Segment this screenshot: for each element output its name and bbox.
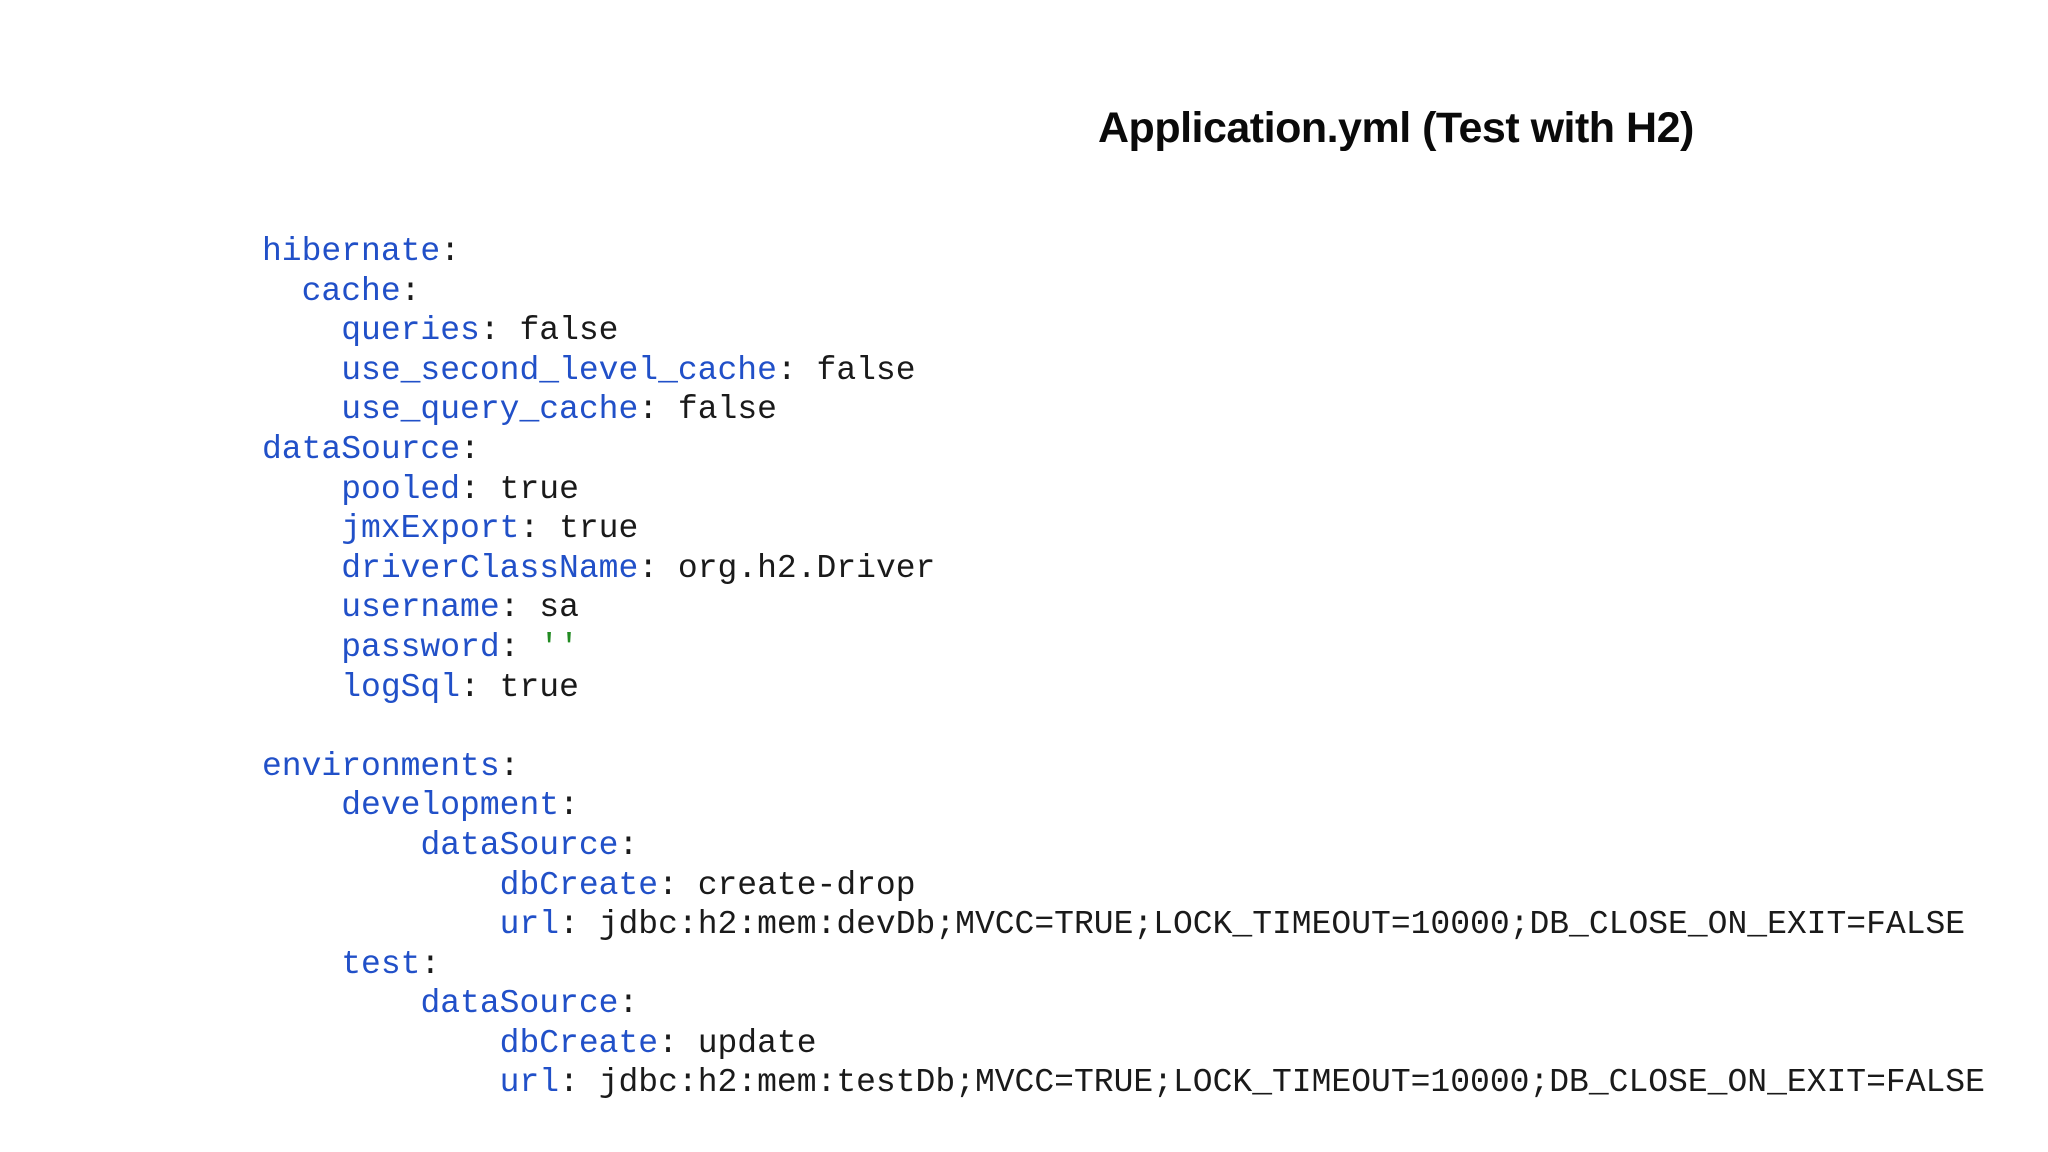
yaml-line: [262, 707, 1985, 747]
yaml-key: environments: [262, 747, 500, 785]
yaml-line: hibernate:: [262, 233, 461, 270]
yaml-value: false: [519, 312, 619, 350]
yaml-value: true: [499, 668, 579, 706]
yaml-line: use_second_level_cache: false: [341, 351, 916, 389]
yaml-string-value: '': [539, 628, 579, 666]
yaml-line: logSql: true: [341, 668, 579, 706]
yaml-line: environments:: [262, 747, 520, 785]
yaml-key: username: [341, 589, 500, 627]
yaml-key: test: [341, 945, 421, 983]
yaml-line: url: jdbc:h2:mem:devDb;MVCC=TRUE;LOCK_TI…: [499, 906, 1966, 944]
yaml-value: create-drop: [697, 866, 916, 904]
yaml-value: true: [559, 510, 639, 548]
yaml-value: org.h2.Driver: [677, 549, 936, 587]
yaml-line: pooled: true: [341, 470, 579, 508]
yaml-line: username: sa: [341, 589, 579, 627]
yaml-line: dbCreate: create-drop: [499, 866, 916, 904]
yaml-value: update: [697, 1024, 817, 1062]
yaml-line: dataSource:: [420, 826, 639, 864]
yaml-line: jmxExport: true: [341, 510, 639, 548]
yaml-key: use_second_level_cache: [341, 351, 777, 389]
yaml-key: dbCreate: [499, 866, 659, 904]
yaml-line: use_query_cache: false: [341, 391, 777, 429]
yaml-line: dataSource:: [262, 430, 480, 468]
yaml-key: development: [341, 787, 560, 825]
yaml-line: url: jdbc:h2:mem:testDb;MVCC=TRUE;LOCK_T…: [499, 1064, 1985, 1102]
yaml-line: test:: [341, 945, 441, 983]
page-title: Application.yml (Test with H2): [1098, 104, 1694, 152]
yaml-key: hibernate: [262, 233, 441, 270]
yaml-value: false: [816, 351, 916, 389]
yaml-line: cache:: [301, 272, 421, 310]
yaml-line: dbCreate: update: [499, 1024, 817, 1062]
yaml-value: jdbc:h2:mem:testDb;MVCC=TRUE;LOCK_TIMEOU…: [598, 1064, 1985, 1102]
yaml-key: password: [341, 628, 500, 666]
yaml-key: use_query_cache: [341, 391, 639, 429]
yaml-key: driverClassName: [341, 549, 639, 587]
yaml-line: development:: [341, 787, 579, 825]
yaml-key: queries: [341, 312, 480, 350]
yaml-value: sa: [539, 589, 579, 627]
yaml-key: cache: [301, 272, 401, 310]
yaml-value: false: [677, 391, 777, 429]
yaml-key: dataSource: [262, 430, 461, 468]
yaml-key: dataSource: [420, 985, 619, 1023]
yaml-key: url: [499, 1064, 560, 1102]
yaml-line: password: '': [341, 628, 579, 666]
yaml-value: true: [499, 470, 579, 508]
yaml-key: pooled: [341, 470, 461, 508]
yaml-key: logSql: [341, 668, 461, 706]
yaml-key: dbCreate: [499, 1024, 659, 1062]
yaml-code-block: hibernate: cache: queries: false use_sec…: [262, 232, 1985, 1103]
yaml-key: dataSource: [420, 826, 619, 864]
yaml-value: jdbc:h2:mem:devDb;MVCC=TRUE;LOCK_TIMEOUT…: [598, 906, 1966, 944]
yaml-key: jmxExport: [341, 510, 520, 548]
yaml-key: url: [499, 906, 560, 944]
yaml-line: driverClassName: org.h2.Driver: [341, 549, 936, 587]
yaml-line: dataSource:: [420, 985, 639, 1023]
yaml-line: queries: false: [341, 312, 619, 350]
